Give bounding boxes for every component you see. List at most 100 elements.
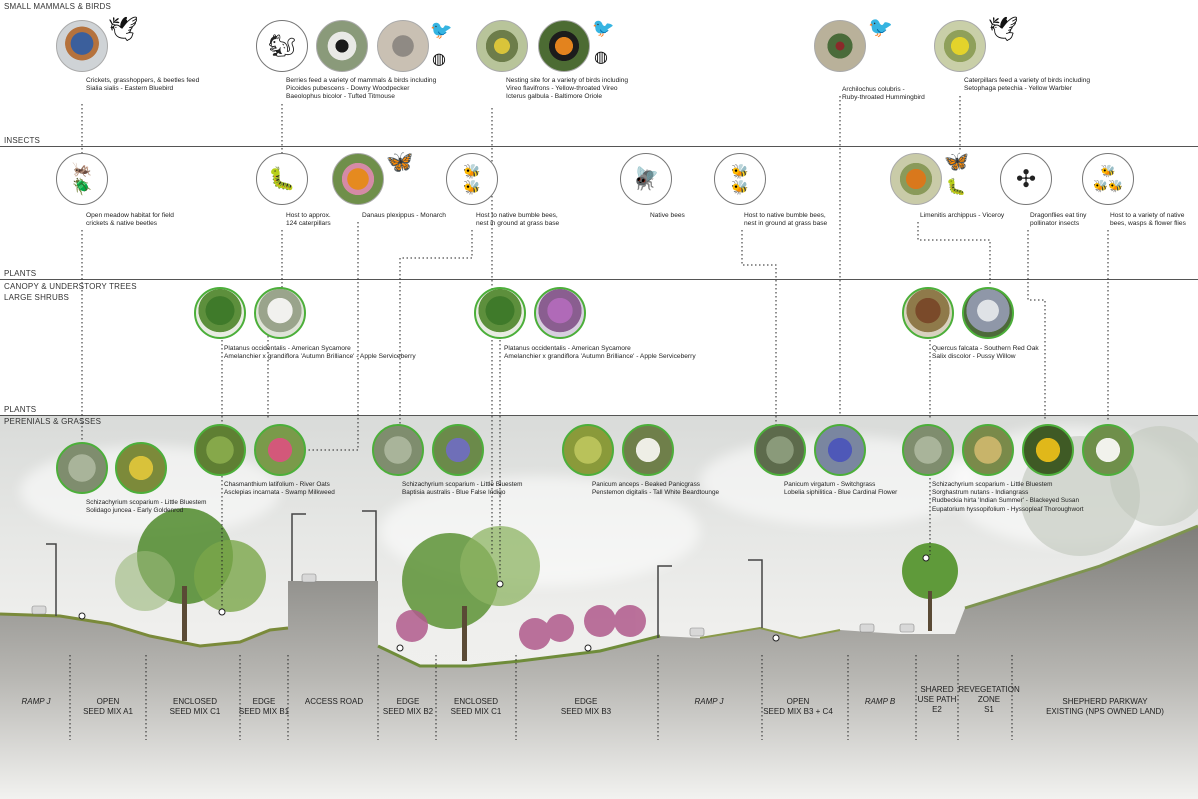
butterfly-icon: 🦋	[386, 149, 414, 174]
dragonfly-icon-circle: ✣	[1000, 153, 1052, 205]
band-label-insects: INSECTS	[4, 136, 41, 145]
insect-caption-caterpillars: Host to approx.124 caterpillars	[286, 212, 331, 228]
little-bluestem-photo	[902, 424, 954, 476]
nest-icon: ◍	[594, 49, 608, 66]
bird-silhouette-icon: 🕊	[108, 16, 139, 43]
caterpillar-icon-circle: 🐛	[256, 153, 308, 205]
butterfly-icon: 🦋	[944, 151, 969, 173]
fly-icon-circle: 🪰	[620, 153, 672, 205]
band-label-plants: PLANTS	[4, 405, 37, 414]
bee-icon-circle: 🐝🐝	[446, 153, 498, 205]
band-label-mammals-birds: SMALL MAMMALS & BIRDS	[4, 2, 112, 11]
tall-white-beardtongue-photo	[622, 424, 674, 476]
squirrel-icon-circle: 🐿	[256, 20, 308, 72]
bee-icon-circle: 🐝🐝	[714, 153, 766, 205]
bee-icon: 🐝🐝	[463, 163, 481, 195]
pussy-willow-photo	[962, 287, 1014, 339]
bird-caption-woodpecker: Berries feed a variety of mammals & bird…	[286, 77, 437, 101]
tufted-titmouse-photo	[377, 20, 429, 72]
band-label-canopy: CANOPY & UNDERSTORY TREES	[4, 282, 137, 291]
band-divider	[0, 415, 1198, 416]
perennial-caption-3: Schizachyrium scoparium - Little Blueste…	[402, 481, 523, 497]
perennial-caption-1: Schizachyrium scoparium - Little Blueste…	[86, 499, 207, 515]
early-goldenrod-photo	[115, 442, 167, 494]
baltimore-oriole-photo	[538, 20, 590, 72]
squirrel-icon: 🐿	[268, 33, 296, 58]
vehicles	[31, 573, 915, 637]
band-divider	[0, 146, 1198, 147]
bird-silhouette-icon: 🕊	[988, 16, 1019, 43]
caterpillar-icon: 🐛	[268, 166, 296, 191]
dragonfly-icon: ✣	[1015, 165, 1037, 193]
band-label-perennials: PERENIALS & GRASSES	[4, 417, 102, 426]
blackeyed-susan-photo	[1022, 424, 1074, 476]
insect-caption-native-bees: Native bees	[650, 212, 685, 219]
insect-caption-viceroy: Limenitis archippus - Viceroy	[920, 212, 1005, 219]
beaked-panicgrass-photo	[562, 424, 614, 476]
eastern-bluebird-photo	[56, 20, 108, 72]
terrain-ground	[0, 526, 1198, 799]
cricket-icon: 🦗🪲	[72, 161, 92, 196]
yellow-throated-vireo-photo	[476, 20, 528, 72]
bird-caption-warbler: Caterpillars feed a variety of birds inc…	[964, 77, 1091, 93]
bird-silhouette-icon: 🐦	[592, 18, 615, 38]
redbud-trees	[396, 605, 646, 650]
bee-icon: 🐝🐝🐝	[1093, 164, 1123, 193]
little-bluestem-photo	[56, 442, 108, 494]
blue-cardinal-flower-photo	[814, 424, 866, 476]
band-divider	[0, 279, 1198, 280]
tree-caption-1: Platanus occidentalis - American Sycamor…	[224, 345, 416, 361]
viceroy-photo	[890, 153, 942, 205]
pollinator-icon-circle: 🐝🐝🐝	[1082, 153, 1134, 205]
tree-caption-2: Platanus occidentalis - American Sycamor…	[504, 345, 696, 361]
apple-serviceberry-photo	[254, 287, 306, 339]
zone-label: ACCESS ROAD	[304, 697, 364, 706]
site-section-drawing	[0, 426, 1198, 799]
nest-icon: ◍	[432, 51, 446, 68]
fly-icon: 🪰	[632, 166, 660, 191]
zone-label: RAMP J	[21, 697, 51, 706]
zone-label: RAMP B	[864, 697, 896, 706]
switchgrass-photo	[754, 424, 806, 476]
hyssopleaf-thoroughwort-photo	[1082, 424, 1134, 476]
american-sycamore-photo	[194, 287, 246, 339]
band-label-shrubs: LARGE SHRUBS	[4, 293, 70, 302]
swamp-milkweed-photo	[254, 424, 306, 476]
redbud-photo	[534, 287, 586, 339]
insect-caption-bumblebees-2: Host to native bumble bees,nest in groun…	[744, 212, 828, 228]
insect-caption-bumblebees-1: Host to native bumble bees,nest in groun…	[476, 212, 560, 228]
cricket-icon-circle: 🦗🪲	[56, 153, 108, 205]
perennial-caption-6: Schizachyrium scoparium - Little Blueste…	[932, 481, 1084, 513]
hummingbird-icon: 🐦	[868, 17, 893, 39]
insect-caption-monarch: Danaus plexippus - Monarch	[362, 212, 446, 219]
street-lights	[46, 510, 763, 638]
indiangrass-photo	[962, 424, 1014, 476]
bird-caption-hummingbird: Archilochus colubris -Ruby-throated Humm…	[842, 86, 925, 102]
monarch-photo	[332, 153, 384, 205]
yellow-warbler-photo	[934, 20, 986, 72]
bird-caption-vireo: Nesting site for a variety of birds incl…	[506, 77, 629, 101]
section-markers	[78, 554, 930, 652]
bee-icon: 🐝🐝	[731, 163, 749, 195]
downy-woodpecker-photo	[316, 20, 368, 72]
american-sycamore-photo	[474, 287, 526, 339]
caterpillar-icon: 🐛	[946, 179, 966, 196]
